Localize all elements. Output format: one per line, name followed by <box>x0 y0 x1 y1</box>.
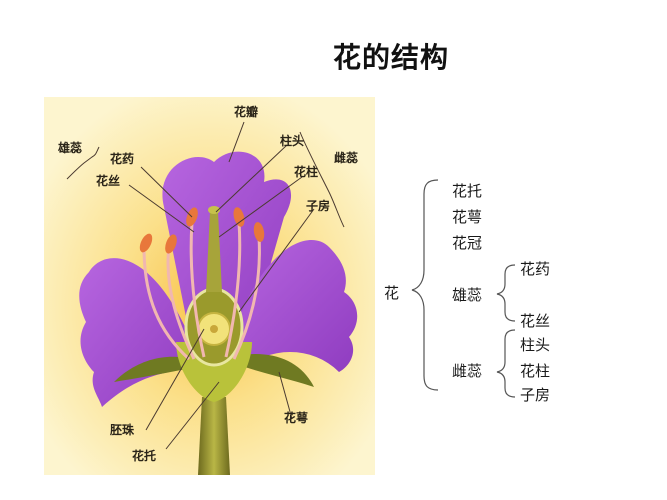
label-stigma: 柱头 <box>280 134 305 148</box>
tree-node-receptacle: 花托 <box>452 182 483 200</box>
tree-root: 花 <box>384 284 400 302</box>
tree-node-pistil: 雌蕊 <box>452 362 483 380</box>
tree-node-stigma: 柱头 <box>520 336 551 354</box>
tree-node-corolla: 花冠 <box>452 234 483 252</box>
label-style: 花柱 <box>294 165 319 179</box>
tree-node-anther: 花药 <box>520 260 551 278</box>
tree-node-stamen: 雄蕊 <box>452 286 483 304</box>
page-title: 花的结构 <box>333 41 450 74</box>
label-receptacle: 花托 <box>132 449 157 463</box>
label-sepal: 花萼 <box>284 411 309 425</box>
tree-braces <box>411 179 516 398</box>
tree-node-sepal: 花萼 <box>452 208 483 226</box>
label-ovule: 胚珠 <box>110 423 135 437</box>
label-petal: 花瓣 <box>234 105 259 119</box>
flower-illustration <box>44 97 375 475</box>
label-pistil: 雌蕊 <box>334 151 359 165</box>
tree-node-style: 花柱 <box>520 362 551 380</box>
structure-tree: 花 花托 花萼 花冠 雄蕊 花药 花丝 雌蕊 柱头 花柱 子房 <box>380 170 600 410</box>
label-anther: 花药 <box>110 152 135 166</box>
label-stamen: 雄蕊 <box>58 141 83 155</box>
tree-node-filament: 花丝 <box>520 312 551 330</box>
tree-node-ovary: 子房 <box>520 386 551 404</box>
label-ovary: 子房 <box>306 199 331 213</box>
label-filament: 花丝 <box>96 174 121 188</box>
flower-diagram: 花瓣 雄蕊 花药 花丝 柱头 花柱 雌蕊 子房 胚珠 花托 花萼 <box>44 97 375 475</box>
